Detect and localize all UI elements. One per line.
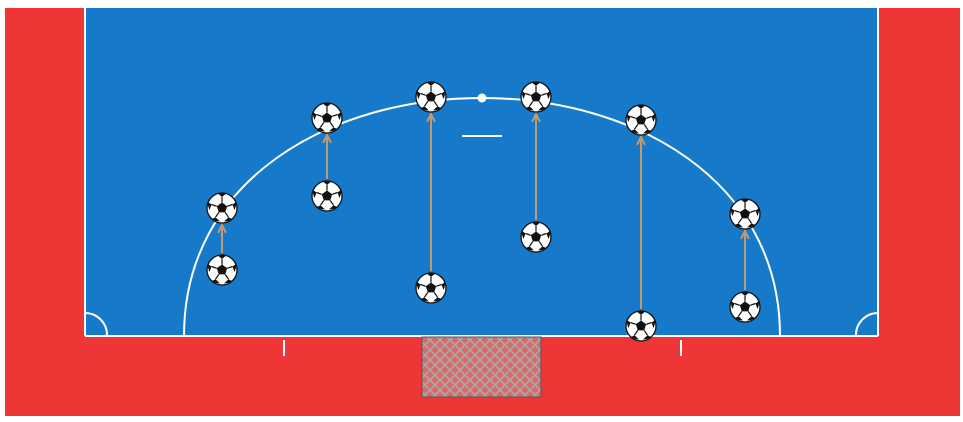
soccer-ball-icon: [520, 221, 552, 253]
soccer-ball-icon: [520, 81, 552, 113]
soccer-ball-icon: [415, 81, 447, 113]
soccer-ball-icon: [206, 192, 238, 224]
soccer-ball-icon: [311, 180, 343, 212]
soccer-ball-icon: [625, 104, 657, 136]
corner-arc-right: [854, 311, 879, 337]
court-surface: [85, 8, 878, 336]
corner-arc-left: [84, 311, 109, 337]
soccer-ball-icon: [206, 254, 238, 286]
penalty-spot: [477, 93, 487, 103]
soccer-ball-icon: [415, 272, 447, 304]
soccer-ball-icon: [625, 310, 657, 342]
soccer-ball-icon: [729, 291, 761, 323]
soccer-ball-icon: [729, 198, 761, 230]
soccer-ball-icon: [311, 102, 343, 134]
goal-net-icon: [421, 336, 542, 398]
